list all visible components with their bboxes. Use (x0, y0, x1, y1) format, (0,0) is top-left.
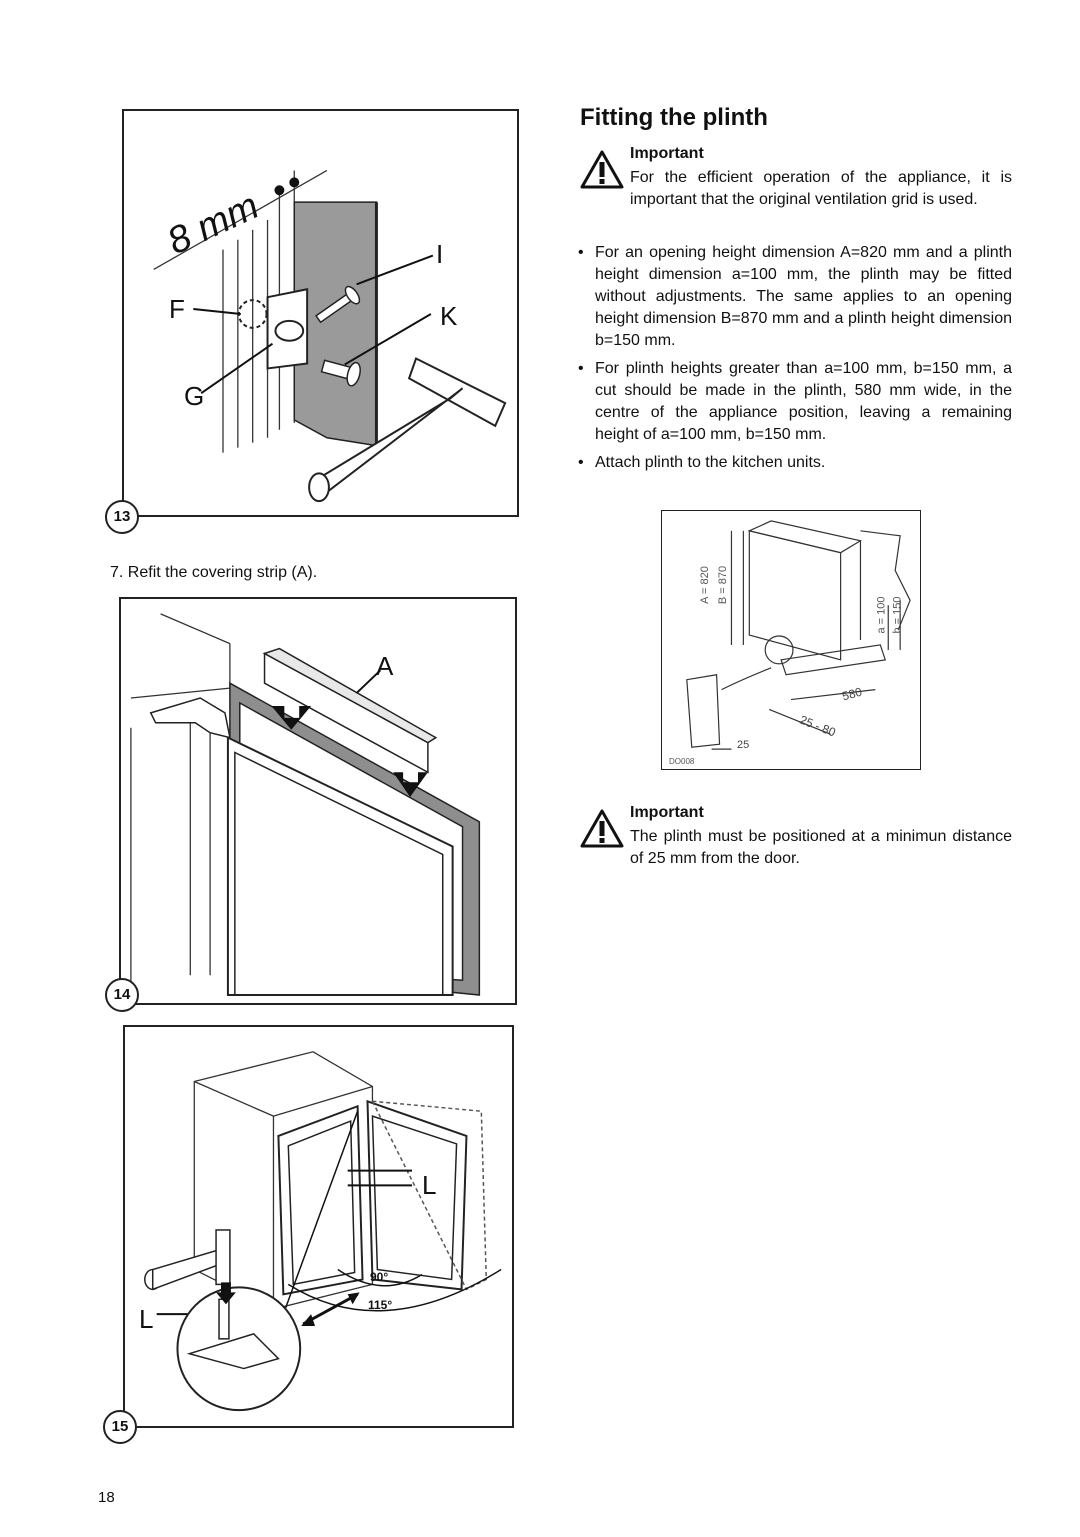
figure-13: 8 mm I F K G (122, 109, 519, 517)
page-number: 18 (98, 1489, 115, 1506)
callout-l-bottom: L (139, 1304, 154, 1334)
plinth-diagram-drawing (686, 520, 911, 750)
list-item: For an opening height dimension A=820 mm… (576, 242, 1012, 352)
important-note-distance: Important The plinth must be positioned … (580, 804, 1012, 874)
figure-15: L L 90° 115° (123, 1025, 514, 1428)
dimension-b-150: b = 150 (891, 596, 904, 634)
figure-14: A (119, 597, 517, 1005)
dimension-a-820: A = 820 (698, 566, 711, 604)
instruction-list: For an opening height dimension A=820 mm… (576, 242, 1012, 480)
figure-13-number: 13 (105, 500, 139, 534)
list-item: For plinth heights greater than a=100 mm… (576, 358, 1012, 446)
angle-label-115: 115° (368, 1298, 393, 1312)
list-item: Attach plinth to the kitchen units. (576, 452, 1012, 474)
callout-g: G (184, 381, 205, 411)
warning-icon (580, 150, 624, 189)
figure-14-drawing (130, 613, 481, 997)
note-text: For the efficient operation of the appli… (630, 169, 1012, 208)
dimension-b-870: B = 870 (717, 565, 730, 605)
figure-13-drawing (153, 169, 507, 503)
figure-code: DO008 (669, 757, 695, 766)
dimension-25: 25 (737, 739, 750, 751)
important-note-ventilation: Important For the efficient operation of… (580, 145, 1012, 235)
callout-f: F (169, 294, 185, 324)
callout-i: I (436, 239, 444, 269)
angle-label-90: 90° (370, 1270, 389, 1284)
figure-14-caption: 7. Refit the covering strip (A). (110, 564, 318, 581)
callout-a: A (376, 651, 394, 681)
figure-15-drawing (144, 1051, 502, 1412)
figure-14-number: 14 (105, 978, 139, 1012)
note-title: Important (630, 145, 704, 162)
warning-icon (580, 809, 624, 848)
callout-k: K (440, 301, 458, 331)
figure-15-number: 15 (103, 1410, 137, 1444)
note-text: The plinth must be positioned at a minim… (630, 828, 1012, 867)
dimension-a-100: a = 100 (875, 596, 888, 634)
plinth-dimension-diagram: A = 820 B = 870 a = 100 b = 150 580 25 -… (661, 510, 921, 770)
callout-l-top: L (422, 1170, 437, 1200)
section-heading: Fitting the plinth (580, 104, 768, 131)
note-title: Important (630, 804, 704, 821)
